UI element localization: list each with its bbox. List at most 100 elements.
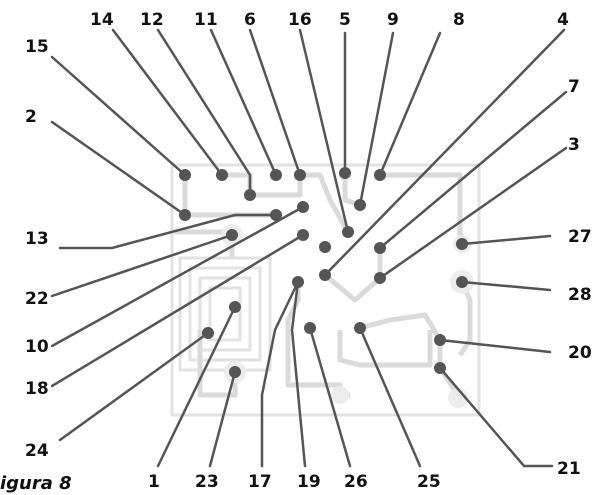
coil-inner <box>198 276 252 352</box>
trace-g <box>323 248 383 303</box>
label-14: 14 <box>90 10 114 30</box>
leader-27 <box>460 234 552 246</box>
label-27: 27 <box>568 227 592 247</box>
pad-27 <box>456 238 468 250</box>
coil-core <box>208 286 242 342</box>
pad-26 <box>304 322 316 334</box>
pad-7 <box>374 242 386 254</box>
pad-21 <box>434 362 446 374</box>
label-2: 2 <box>25 107 37 127</box>
pad-3 <box>374 272 386 284</box>
label-17: 17 <box>248 472 272 492</box>
pad-10 <box>297 201 309 213</box>
label-12: 12 <box>140 10 164 30</box>
trace-h <box>359 312 461 397</box>
coil-outer <box>178 256 272 372</box>
pad-24 <box>202 327 214 339</box>
leader-18 <box>50 233 305 388</box>
coil-mid <box>188 266 262 362</box>
leader-28 <box>460 280 552 292</box>
label-22: 22 <box>25 289 49 309</box>
label-6: 6 <box>244 10 256 30</box>
leader-6 <box>248 28 302 177</box>
pad-20 <box>434 334 446 346</box>
pad-8 <box>374 169 386 181</box>
trace-i <box>337 330 433 368</box>
label-28: 28 <box>568 285 592 305</box>
leader-12 <box>156 28 252 197</box>
label-5: 5 <box>339 10 351 30</box>
label-11: 11 <box>194 10 218 30</box>
leader-21 <box>438 366 554 468</box>
label-25: 25 <box>417 472 441 492</box>
leader-24 <box>58 331 210 442</box>
pad-6 <box>294 169 306 181</box>
label-23: 23 <box>195 472 219 492</box>
leader-17 <box>260 280 300 468</box>
label-19: 19 <box>297 472 321 492</box>
leader-13 <box>58 213 278 250</box>
label-10: 10 <box>25 337 49 357</box>
pad-halo-19b <box>331 386 349 404</box>
pad-23 <box>229 366 241 378</box>
leader-2 <box>50 120 187 217</box>
pad-18 <box>297 229 309 241</box>
pad-15 <box>179 169 191 181</box>
label-9: 9 <box>387 10 399 30</box>
pad-5 <box>339 167 351 179</box>
pads <box>179 167 468 378</box>
board-outline <box>170 163 481 417</box>
pad-22 <box>226 229 238 241</box>
label-21: 21 <box>557 459 581 479</box>
pad-28 <box>456 276 468 288</box>
callout-labels: 15 14 12 11 6 16 5 9 8 4 2 7 3 13 27 28 … <box>25 10 592 492</box>
label-7: 7 <box>568 77 580 97</box>
leader-4 <box>323 28 566 277</box>
pad-12 <box>244 189 256 201</box>
leader-14 <box>111 28 224 177</box>
pad-16 <box>342 226 354 238</box>
label-8: 8 <box>453 10 465 30</box>
pad-11 <box>270 169 282 181</box>
leader-10 <box>50 205 305 348</box>
label-18: 18 <box>25 379 49 399</box>
label-24: 24 <box>25 441 49 461</box>
trace-b <box>222 172 351 234</box>
label-16: 16 <box>288 10 312 30</box>
pad-14 <box>216 169 228 181</box>
leader-15 <box>50 55 187 177</box>
pad-4 <box>319 269 331 281</box>
pad-25 <box>354 322 366 334</box>
leader-3 <box>378 146 568 280</box>
label-20: 20 <box>568 343 592 363</box>
leader-1 <box>156 305 237 468</box>
label-13: 13 <box>25 229 49 249</box>
trace-k <box>197 330 238 398</box>
pad-center <box>319 241 331 253</box>
leader-11 <box>209 28 278 177</box>
pad-9 <box>354 199 366 211</box>
leader-19 <box>290 280 307 468</box>
leader-22 <box>50 233 234 298</box>
leader-26 <box>308 326 352 468</box>
pad-1 <box>229 301 241 313</box>
leader-7 <box>378 90 568 250</box>
label-26: 26 <box>344 472 368 492</box>
leader-8 <box>378 31 442 177</box>
label-3: 3 <box>568 135 580 155</box>
label-1: 1 <box>148 472 160 492</box>
leader-lines <box>50 28 568 468</box>
leader-16 <box>298 28 350 234</box>
leader-23 <box>208 370 237 468</box>
trace-d <box>380 172 463 244</box>
label-15: 15 <box>25 37 49 57</box>
leader-9 <box>358 31 395 207</box>
pad-2 <box>179 209 191 221</box>
figure-caption: igura 8 <box>0 473 72 494</box>
pad-17 <box>292 276 304 288</box>
label-4: 4 <box>557 10 569 30</box>
pad-13 <box>270 209 282 221</box>
leader-20 <box>438 338 552 354</box>
leader-25 <box>358 326 422 468</box>
